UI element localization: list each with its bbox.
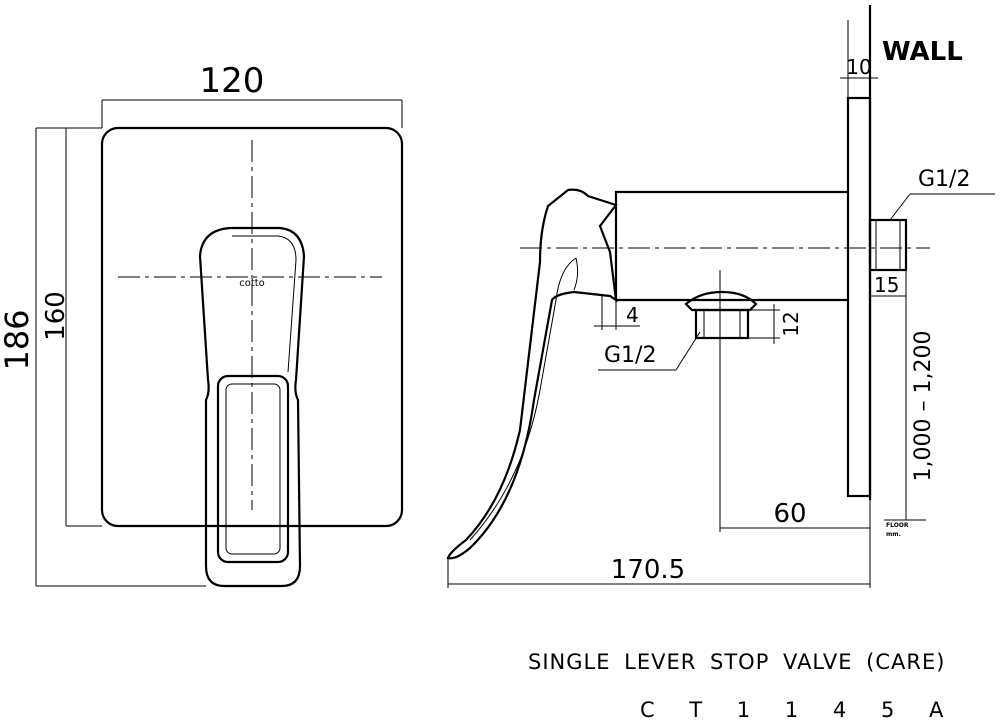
lever-handle-side-inner [469, 257, 577, 541]
cover-plate-side [846, 96, 872, 498]
lever-handle-side [446, 188, 618, 560]
inlet-pipe [694, 308, 750, 340]
lever-handle-inner-rim [232, 235, 297, 373]
lever-handle-side-inner-2 [573, 257, 579, 291]
wall-label: WALL [882, 37, 963, 67]
front-view: cotto 120 186 160 [0, 61, 404, 588]
leader-line [889, 193, 911, 221]
floor-label: FLOOR [886, 522, 909, 529]
product-model: C T 1 1 4 5 A [640, 698, 958, 722]
thread-label-outlet: G1/2 [918, 167, 970, 192]
dim-label-160: 160 [41, 291, 71, 341]
thread-label-inlet: G1/2 [604, 343, 656, 368]
side-view: WALL 10 G1/2 15 4 12 G1/2 60 17 [446, 5, 995, 588]
leader-line [675, 331, 701, 371]
valve-body [614, 190, 848, 302]
dim-label-15: 15 [874, 273, 899, 297]
product-title: SINGLE LEVER STOP VALVE (CARE) [528, 650, 946, 674]
outlet-pipe [868, 218, 908, 272]
dim-label-4: 4 [626, 303, 639, 327]
dim-label-12: 12 [779, 311, 803, 336]
lever-handle-front [198, 226, 306, 588]
dim-label-186: 186 [0, 309, 36, 370]
floor-unit-label: mm. [886, 531, 901, 538]
dim-label-170-5: 170.5 [611, 555, 685, 585]
dim-label-10: 10 [846, 55, 871, 79]
inlet-pipe-nut [684, 290, 758, 312]
cover-plate [100, 126, 404, 528]
dim-label-mounting: 1,000 – 1,200 [911, 331, 936, 482]
dim-label-60: 60 [773, 499, 806, 529]
lever-window [216, 374, 290, 564]
dim-label-120: 120 [200, 61, 265, 101]
brand-mark: cotto [239, 278, 265, 289]
lever-window-inner [225, 383, 281, 555]
